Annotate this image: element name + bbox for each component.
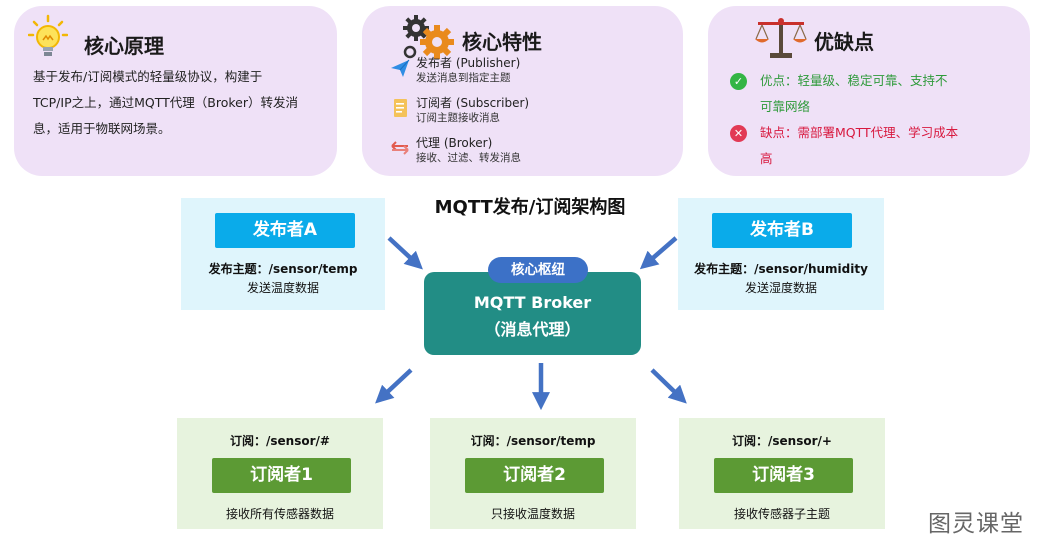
- broker-name: MQTT Broker: [473, 293, 592, 312]
- subscriber-3-desc: 接收传感器子主题: [733, 507, 830, 521]
- check-icon: ✓: [730, 73, 747, 90]
- feature-desc: 接收、过滤、转发消息: [416, 152, 521, 164]
- subscriber-1-desc: 接收所有传感器数据: [225, 507, 334, 521]
- arrow-subscriber-1: [375, 368, 413, 404]
- features-card: 核心特性 发布者 (Publisher) 发送消息到指定主题 订阅者 (Subs…: [362, 6, 683, 176]
- exchange-icon: [391, 141, 409, 155]
- subscriber-1-box: 订阅：/sensor/# 订阅者1 接收所有传感器数据: [177, 418, 383, 529]
- subscriber-2-box: 订阅：/sensor/temp 订阅者2 只接收温度数据: [430, 418, 636, 529]
- subscriber-3-box: 订阅：/sensor/+ 订阅者3 接收传感器子主题: [679, 418, 885, 529]
- feature-broker: 代理 (Broker) 接收、过滤、转发消息: [391, 136, 521, 166]
- document-icon: [394, 99, 407, 117]
- gears-icon: [403, 15, 454, 59]
- pros-line: 优点：轻量级、稳定可靠、支持不: [760, 73, 948, 88]
- hub-badge: 核心枢纽: [488, 257, 588, 283]
- publisher-b-box: 发布者B 发布主题：/sensor/humidity 发送湿度数据: [678, 198, 884, 310]
- subscriber-2-topic: 订阅：/sensor/temp: [470, 434, 596, 448]
- subscriber-2-button[interactable]: 订阅者2: [465, 458, 604, 493]
- principle-line: 息，适用于物联网场景。: [33, 121, 171, 136]
- arrow-subscriber-3: [650, 368, 687, 404]
- pros-cons-title: 优缺点: [814, 30, 874, 54]
- subscriber-3-topic: 订阅：/sensor/+: [732, 434, 832, 448]
- feature-label: 代理 (Broker): [416, 136, 493, 150]
- publisher-b-topic: 发布主题：/sensor/humidity: [694, 262, 868, 276]
- subscriber-3-button[interactable]: 订阅者3: [714, 458, 853, 493]
- broker-subtitle: （消息代理）: [484, 320, 581, 339]
- publisher-a-desc: 发送温度数据: [246, 281, 319, 295]
- arrow-publisher-b: [639, 236, 678, 270]
- pros-text: ✓ 优点：轻量级、稳定可靠、支持不 可靠网络: [730, 68, 1000, 120]
- principle-line: 基于发布/订阅模式的轻量级协议，构建于: [33, 69, 263, 84]
- cons-text: ✕ 缺点：需部署MQTT代理、学习成本 高: [730, 120, 1000, 172]
- principle-title: 核心原理: [84, 34, 164, 58]
- feature-subscriber: 订阅者 (Subscriber) 订阅主题接收消息: [394, 96, 530, 126]
- feature-publisher: 发布者 (Publisher) 发送消息到指定主题: [391, 56, 521, 86]
- pros-line: 可靠网络: [760, 99, 811, 114]
- principle-card: 核心原理 基于发布/订阅模式的轻量级协议，构建于 TCP/IP之上，通过MQTT…: [14, 6, 337, 176]
- feature-label: 发布者 (Publisher): [416, 56, 521, 70]
- subscriber-2-desc: 只接收温度数据: [490, 507, 575, 521]
- watermark: 图灵课堂: [928, 511, 1024, 537]
- subscriber-1-button[interactable]: 订阅者1: [212, 458, 351, 493]
- diagram-title: MQTT发布/订阅架构图: [434, 197, 626, 218]
- features-title: 核心特性: [462, 30, 542, 54]
- lightbulb-icon: [28, 14, 68, 56]
- feature-desc: 订阅主题接收消息: [416, 112, 500, 124]
- principle-text: 基于发布/订阅模式的轻量级协议，构建于 TCP/IP之上，通过MQTT代理（Br…: [33, 64, 298, 142]
- broker-box[interactable]: MQTT Broker （消息代理）: [424, 272, 641, 355]
- send-icon: [391, 59, 410, 77]
- publisher-a-topic: 发布主题：/sensor/temp: [208, 262, 358, 276]
- arrow-publisher-a: [387, 236, 423, 270]
- feature-label: 订阅者 (Subscriber): [416, 96, 530, 110]
- cons-line: 缺点：需部署MQTT代理、学习成本: [760, 125, 959, 140]
- publisher-b-button[interactable]: 发布者B: [712, 213, 852, 248]
- pros-cons-card: 优缺点 ✓ 优点：轻量级、稳定可靠、支持不 可靠网络 ✕ 缺点：需部署MQTT代…: [708, 6, 1030, 176]
- feature-desc: 发送消息到指定主题: [416, 72, 511, 84]
- cross-icon: ✕: [730, 125, 747, 142]
- publisher-a-box: 发布者A 发布主题：/sensor/temp 发送温度数据: [181, 198, 385, 310]
- principle-line: TCP/IP之上，通过MQTT代理（Broker）转发消: [33, 95, 298, 110]
- cons-line: 高: [760, 151, 773, 166]
- subscriber-1-topic: 订阅：/sensor/#: [230, 434, 330, 448]
- publisher-a-button[interactable]: 发布者A: [215, 213, 355, 248]
- publisher-b-desc: 发送湿度数据: [744, 281, 817, 295]
- scale-icon: [755, 18, 807, 58]
